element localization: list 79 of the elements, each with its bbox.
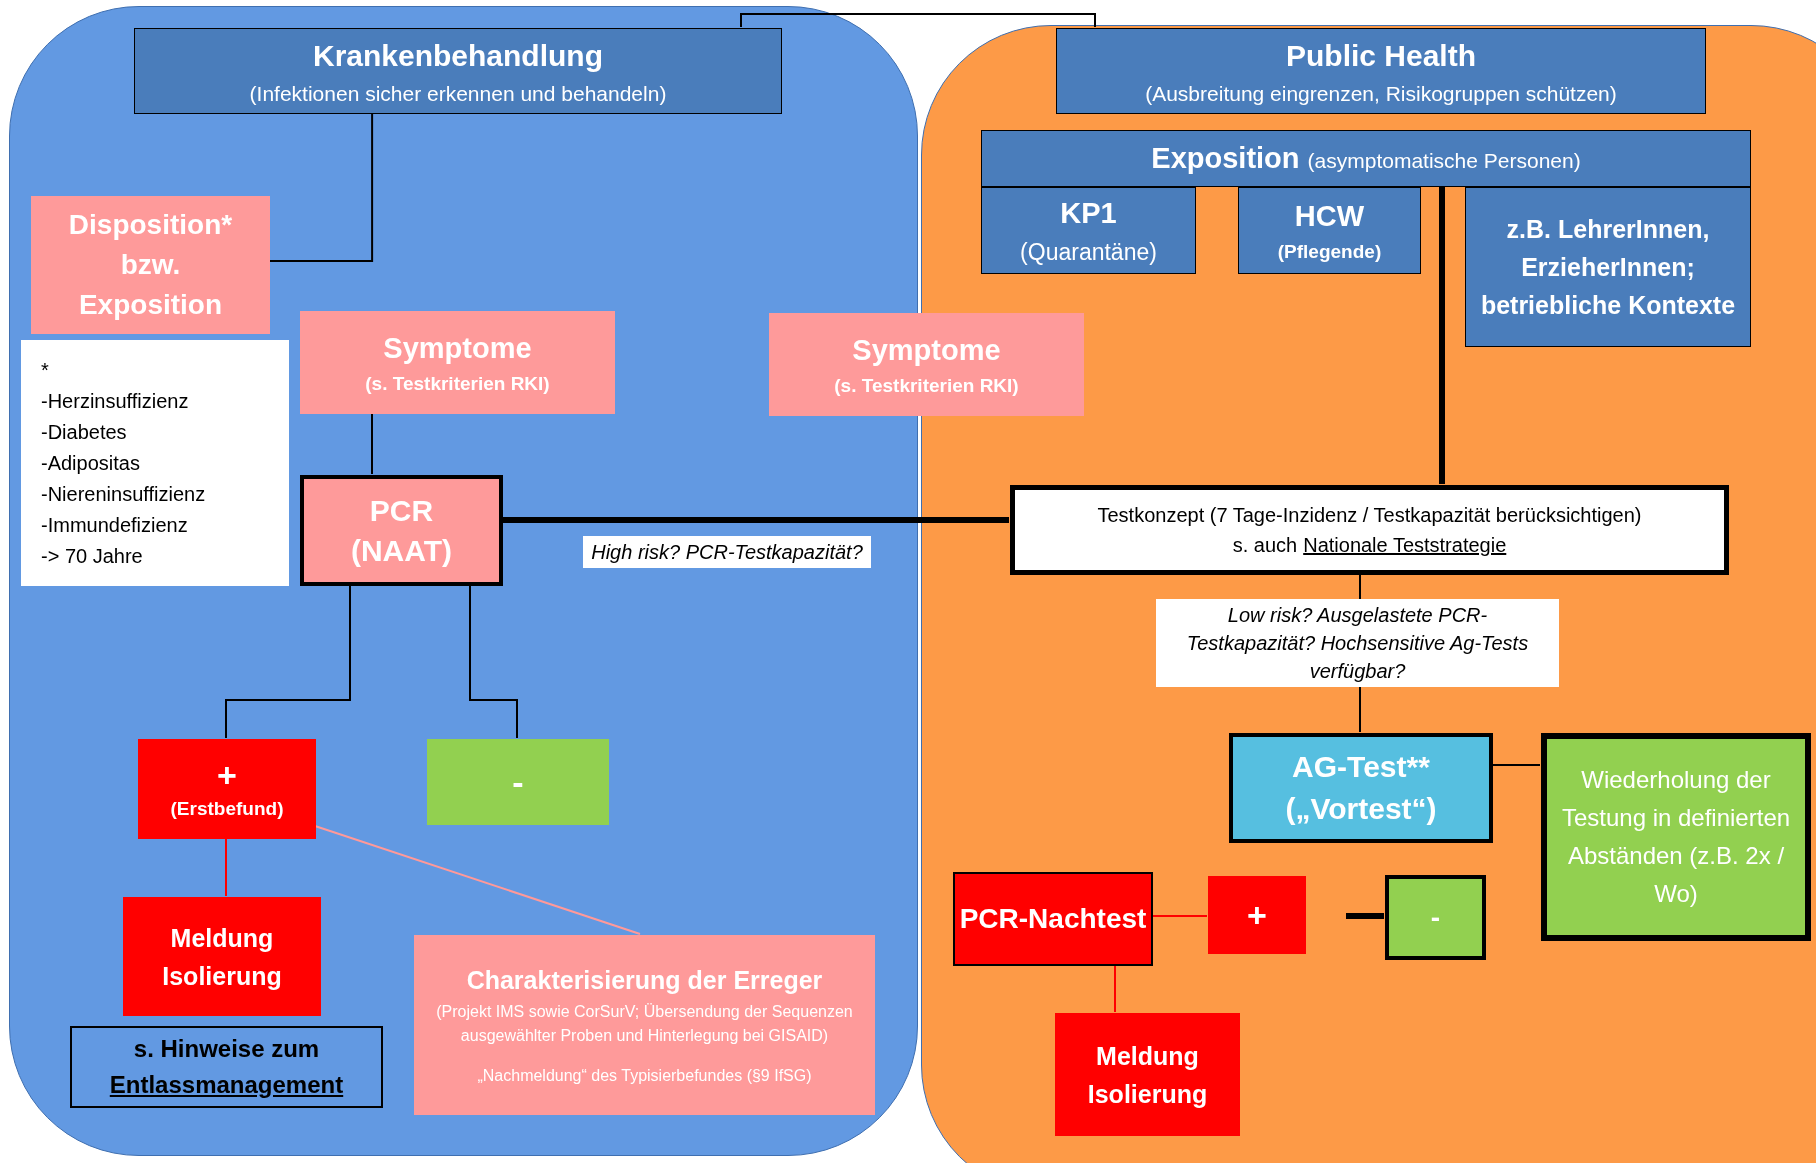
result-sign: + <box>217 754 237 795</box>
note-text: „Nachmeldung“ des Typisierbefundes (§9 IfSG) <box>477 1065 812 1086</box>
process-box <box>31 196 270 334</box>
subheading-text: (Pflegende) <box>1277 240 1382 264</box>
note-box <box>70 1026 383 1108</box>
process-box <box>769 313 1084 416</box>
box-label: AG-Test** („Vortest“) <box>1284 749 1438 827</box>
process-box <box>300 475 503 586</box>
box-label: z.B. LehrerInnen, ErzieherInnen; betriebliche Kontexte <box>1479 214 1737 321</box>
edge-label: High risk? PCR-Testkapazität? <box>583 536 871 568</box>
note-text: s. auch <box>1232 533 1298 558</box>
list-item: * <box>41 357 49 383</box>
result-sign: - <box>512 761 524 803</box>
result-sign: - <box>1430 900 1441 935</box>
link: Nationale Teststrategie <box>1303 533 1507 558</box>
list-item: -> 70 Jahre <box>41 543 143 569</box>
connector-line <box>371 412 373 475</box>
connector-line <box>225 837 227 897</box>
box-label: Meldung Isolierung <box>161 922 283 992</box>
connector-line <box>1114 964 1116 1013</box>
result-box <box>138 739 316 839</box>
box-label: PCR (NAAT) <box>349 492 454 569</box>
heading-text: Testkonzept (7 Tage-Inzidenz / Testkapazität berücksichtigen) <box>1097 503 1642 528</box>
connector-line <box>225 584 351 739</box>
description-text: (Projekt IMS sowie CorSurV; Übersendung der Sequenzen ausgewählter Proben und Hinterlegung bei GISAID) <box>435 1001 854 1046</box>
box-label: Meldung Isolierung <box>1086 1040 1209 1110</box>
box-label: PCR-Nachtest <box>959 902 1147 936</box>
result-box <box>427 739 609 825</box>
action-box <box>123 897 321 1016</box>
heading-text: Public Health <box>1285 37 1476 74</box>
list-item: -Adipositas <box>41 450 140 476</box>
box-label: Wiederholung der Testung in definierten Abständen (z.B. 2x / Wo) <box>1560 765 1792 909</box>
header-box <box>1056 28 1706 114</box>
note-box <box>21 340 289 586</box>
action-box <box>1541 733 1811 941</box>
caption-text: (Erstbefund) <box>170 796 284 821</box>
connector-line <box>740 13 1096 28</box>
list-item: -Immundefizienz <box>41 512 188 538</box>
heading-text: Symptome <box>852 332 1001 368</box>
subheading-text: (Ausbreitung eingrenzen, Risikogruppen schützen) <box>1145 80 1617 107</box>
test-box <box>953 872 1153 966</box>
category-box <box>981 187 1196 274</box>
header-box <box>134 28 782 114</box>
subheading-text: (s. Testkriterien RKI) <box>365 372 550 396</box>
process-box <box>300 311 615 414</box>
connector-line <box>314 825 641 935</box>
heading-text: Krankenbehandlung <box>313 37 603 74</box>
connector-line <box>1439 186 1445 484</box>
heading-text: Exposition <box>1151 140 1300 176</box>
heading-text: KP1 <box>1060 195 1117 231</box>
heading-text: Symptome <box>383 330 532 366</box>
subheading-text: (Infektionen sicher erkennen und behandeln) <box>249 80 667 107</box>
note-text: s. Hinweise zum <box>133 1034 320 1064</box>
category-box <box>1238 187 1421 274</box>
process-box <box>1010 485 1729 575</box>
connector-line <box>268 112 374 262</box>
subheading-text: (Quarantäne) <box>1020 238 1157 267</box>
result-sign: + <box>1247 894 1267 936</box>
connector-line <box>502 517 1009 523</box>
connector-line <box>469 584 518 739</box>
heading-text: HCW <box>1294 198 1365 234</box>
connector-line <box>1491 764 1541 766</box>
category-box <box>981 130 1751 187</box>
category-box <box>1465 187 1751 347</box>
action-box <box>1055 1013 1240 1136</box>
result-box <box>1385 875 1486 960</box>
test-box <box>1229 733 1493 843</box>
process-box <box>414 935 875 1115</box>
subheading-text: (s. Testkriterien RKI) <box>834 374 1019 398</box>
subheading-text: (asymptomatische Personen) <box>1307 147 1581 174</box>
result-box <box>1208 876 1306 954</box>
heading-text: Charakterisierung der Erreger <box>466 965 823 997</box>
list-item: -Herzinsuffizienz <box>41 388 189 414</box>
connector-line <box>1346 913 1384 919</box>
list-item: -Diabetes <box>41 419 127 445</box>
box-label: Disposition* bzw. Exposition <box>67 208 234 322</box>
connector-line <box>1151 915 1208 917</box>
link: Entlassmanagement <box>109 1070 344 1100</box>
list-item: -Niereninsuffizienz <box>41 481 206 507</box>
